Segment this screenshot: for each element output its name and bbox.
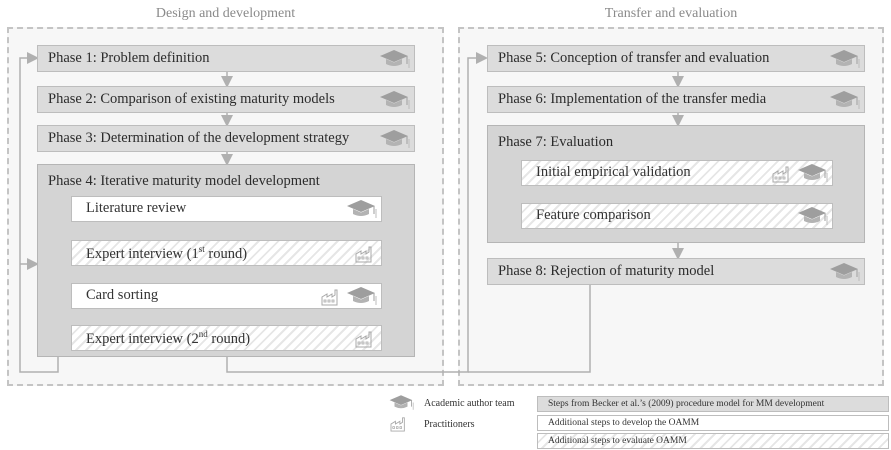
phase-1-label: Phase 1: Problem definition xyxy=(48,50,210,66)
step-label-pre: Expert interview (2 xyxy=(86,330,199,347)
phase-6-label: Phase 6: Implementation of the transfer … xyxy=(498,91,767,107)
legend-practitioners-label: Practitioners xyxy=(424,419,475,430)
step-literature-review: Literature review xyxy=(71,196,382,222)
factory-icon xyxy=(355,245,375,263)
mortarboard-icon xyxy=(796,206,828,226)
step-label-post: round) xyxy=(207,330,251,347)
phase-3-label: Phase 3: Determination of the developmen… xyxy=(48,130,350,146)
phase-8: Phase 8: Rejection of maturity model xyxy=(487,258,865,285)
mortarboard-icon xyxy=(345,286,377,306)
legend-develop-box: Additional steps to develop the OAMM xyxy=(537,415,889,431)
phase-1: Phase 1: Problem definition xyxy=(37,45,415,72)
mortarboard-icon xyxy=(345,199,377,219)
phase-4-label: Phase 4: Iterative maturity model develo… xyxy=(48,173,320,189)
step-label: Card sorting xyxy=(86,287,159,303)
step-expert-interview-1: Expert interview (1st round) xyxy=(71,240,382,266)
phase-5-label: Phase 5: Conception of transfer and eval… xyxy=(498,50,770,66)
mortarboard-icon xyxy=(378,129,410,149)
step-initial-empirical-validation: Initial empirical validation xyxy=(521,160,833,186)
phase-8-label: Phase 8: Rejection of maturity model xyxy=(498,263,715,279)
step-label-pre: Expert interview (1 xyxy=(86,245,199,262)
phase-2: Phase 2: Comparison of existing maturity… xyxy=(37,86,415,113)
step-label: Initial empirical validation xyxy=(536,164,691,180)
factory-icon xyxy=(390,416,408,432)
step-label-sup: nd xyxy=(198,329,208,339)
step-label: Literature review xyxy=(86,200,187,216)
factory-icon xyxy=(355,330,375,348)
mortarboard-icon xyxy=(828,90,860,110)
step-label-sup: st xyxy=(198,244,205,254)
mortarboard-icon xyxy=(378,90,410,110)
mortarboard-icon xyxy=(796,163,828,183)
mortarboard-icon xyxy=(828,262,860,282)
design-group-title: Design and development xyxy=(155,6,296,21)
legend-evaluate-box: Additional steps to evaluate OAMM xyxy=(537,433,889,449)
mortarboard-icon xyxy=(378,49,410,69)
step-label-post: round) xyxy=(204,245,248,262)
phase-5: Phase 5: Conception of transfer and eval… xyxy=(487,45,865,72)
phase-6: Phase 6: Implementation of the transfer … xyxy=(487,86,865,113)
step-label: Feature comparison xyxy=(536,207,651,223)
mortarboard-icon xyxy=(388,394,414,411)
factory-icon xyxy=(772,165,792,183)
legend-academic-label: Academic author team xyxy=(424,398,515,409)
step-feature-comparison: Feature comparison xyxy=(521,203,833,229)
transfer-group-title: Transfer and evaluation xyxy=(604,6,738,21)
phase-3: Phase 3: Determination of the developmen… xyxy=(37,125,415,152)
factory-icon xyxy=(321,288,341,306)
phase-7-label: Phase 7: Evaluation xyxy=(498,134,614,150)
mortarboard-icon xyxy=(828,49,860,69)
legend-becker-box: Steps from Becker et al.’s (2009) proced… xyxy=(537,396,889,412)
step-card-sorting: Card sorting xyxy=(71,283,382,309)
step-expert-interview-2: Expert interview (2nd round) xyxy=(71,325,382,351)
phase-2-label: Phase 2: Comparison of existing maturity… xyxy=(48,91,335,107)
